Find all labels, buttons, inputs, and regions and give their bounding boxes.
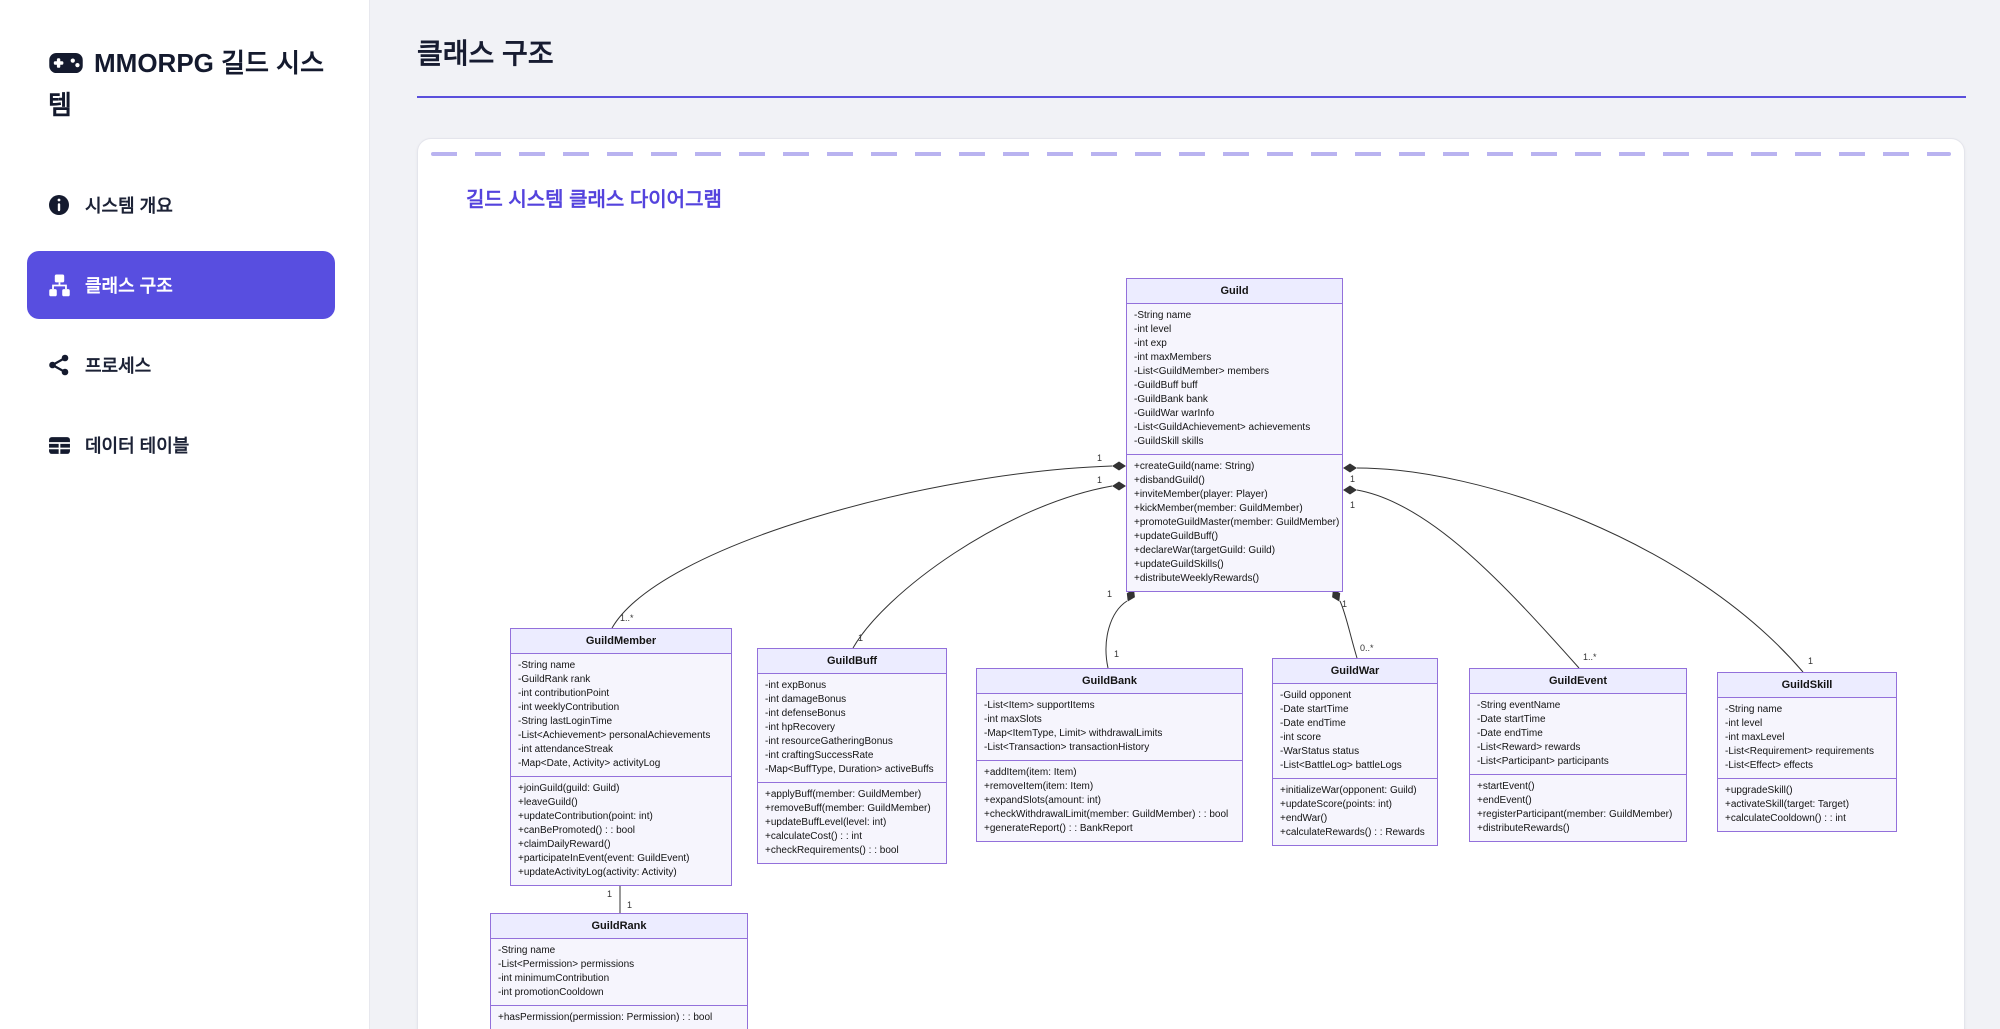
app-title-text: MMORPG 길드 시스템 [48,48,325,120]
sidebar-item-label: 데이터 테이블 [85,436,190,456]
content-card: 길드 시스템 클래스 다이어그램 [417,138,1965,1029]
title-divider [417,96,1966,98]
sidebar-item-process[interactable]: 프로세스 [27,331,335,399]
main-content: 클래스 구조 길드 시스템 클래스 다이어그램 [371,0,2000,1029]
sidebar-item-class-structure[interactable]: 클래스 구조 [27,251,335,319]
sidebar-item-label: 프로세스 [85,356,152,376]
app-title: MMORPG 길드 시스템 [48,44,333,125]
dashed-accent-line [431,152,1951,156]
page-title: 클래스 구조 [417,38,554,69]
diagram-section-title: 길드 시스템 클래스 다이어그램 [466,189,722,211]
sidebar-item-label: 시스템 개요 [85,196,173,216]
sidebar-item-label: 클래스 구조 [85,276,173,296]
sidebar-item-system-overview[interactable]: 시스템 개요 [27,171,335,239]
gamepad-icon [48,47,84,86]
sidebar-item-data-tables[interactable]: 데이터 테이블 [27,411,335,479]
share-icon [47,354,71,376]
class-diagram-icon [47,274,71,297]
info-icon [47,194,71,216]
table-icon [47,434,71,457]
